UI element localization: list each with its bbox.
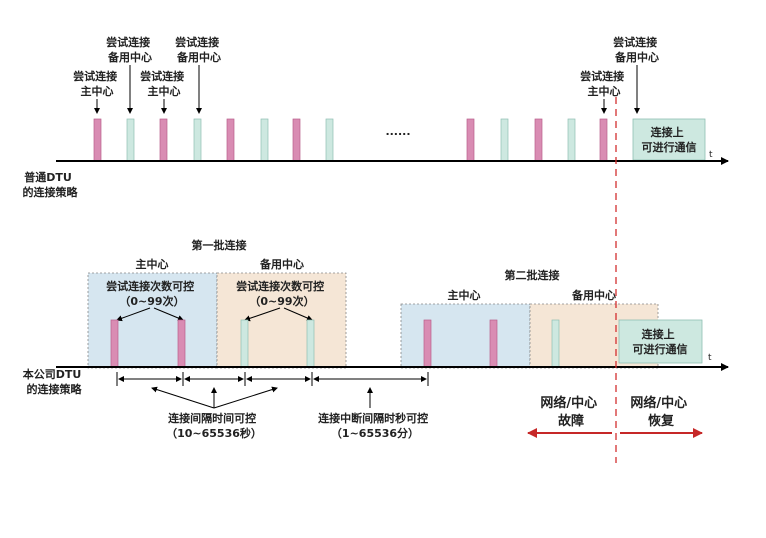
pulse-primary	[159, 118, 168, 162]
note-arrow-p1a	[116, 307, 151, 322]
top-section: 尝试连接 备用中心 尝试连接 备用中心 尝试连接 主中心 尝试连接 主中心 尝试…	[23, 35, 729, 199]
break-note: 连接中断间隔时秒可控 （1~65536分）	[318, 411, 432, 440]
zone-backup-1	[216, 272, 347, 369]
note-arrow-p1b	[153, 307, 184, 321]
pulse-primary	[226, 118, 235, 162]
backup-label-1: 备用中心	[259, 257, 304, 271]
pulse-primary	[110, 319, 119, 368]
batch1-label: 第一批连接	[192, 238, 247, 252]
interval-markers	[116, 372, 429, 409]
pulse-backup	[500, 118, 509, 162]
note-arrow-b1b	[283, 307, 313, 321]
connected-box-bottom	[618, 319, 703, 364]
failure-label: 网络/中心 故障	[540, 395, 601, 429]
interval-note: 连接间隔时间可控 （10~65536秒）	[166, 411, 262, 440]
pulse-backup	[325, 118, 334, 162]
label-try-primary-3: 尝试连接 主中心	[580, 69, 628, 98]
axis-t-bottom: t	[708, 353, 712, 363]
pulse-primary	[534, 118, 543, 162]
batch2-label: 第二批连接	[505, 268, 560, 282]
pulse-backup	[567, 118, 576, 162]
pulse-primary	[292, 118, 301, 162]
top-pulses	[93, 118, 608, 162]
pulse-primary	[177, 319, 186, 368]
pulse-backup	[126, 118, 135, 162]
pulse-primary	[466, 118, 475, 162]
note-arrow-b1a	[244, 307, 281, 322]
strategy-label-top: 普通DTU 的连接策略	[23, 170, 79, 199]
pulse-backup	[240, 319, 249, 368]
label-try-primary-2: 尝试连接 主中心	[140, 69, 188, 98]
primary-label-1: 主中心	[136, 257, 169, 271]
label-try-backup-3: 尝试连接 备用中心	[613, 35, 661, 64]
zone-primary-2	[400, 303, 531, 369]
backup-label-2: 备用中心	[571, 288, 616, 302]
label-try-backup-2: 尝试连接 备用中心	[175, 35, 223, 64]
zone-primary-1	[87, 272, 218, 369]
pulse-backup	[551, 319, 560, 368]
bottom-section: 第一批连接 第二批连接 主中心 备用中心 主中心 备用中心 尝试连接次数可控 （…	[23, 238, 729, 440]
count-note-primary: 尝试连接次数可控 （0~99次）	[106, 279, 198, 308]
pulse-backup	[193, 118, 202, 162]
label-try-backup-1: 尝试连接 备用中心	[106, 35, 154, 64]
pulse-backup	[306, 319, 315, 368]
connected-label-top: 连接上 可进行通信	[642, 125, 697, 154]
axis-t-top: t	[709, 150, 713, 160]
pulse-primary	[423, 319, 432, 368]
count-note-backup: 尝试连接次数可控 （0~99次）	[236, 279, 328, 308]
pulse-primary	[93, 118, 102, 162]
pulse-primary	[599, 118, 608, 162]
ellipsis: ......	[385, 125, 410, 138]
strategy-label-bottom: 本公司DTU 的连接策略	[23, 367, 85, 396]
pulse-primary	[489, 319, 498, 368]
connected-label-bottom: 连接上 可进行通信	[633, 327, 688, 356]
label-try-primary-1: 尝试连接 主中心	[73, 69, 121, 98]
pulse-backup	[260, 118, 269, 162]
recovery-label: 网络/中心 恢复	[630, 395, 691, 429]
primary-label-2: 主中心	[448, 288, 481, 302]
